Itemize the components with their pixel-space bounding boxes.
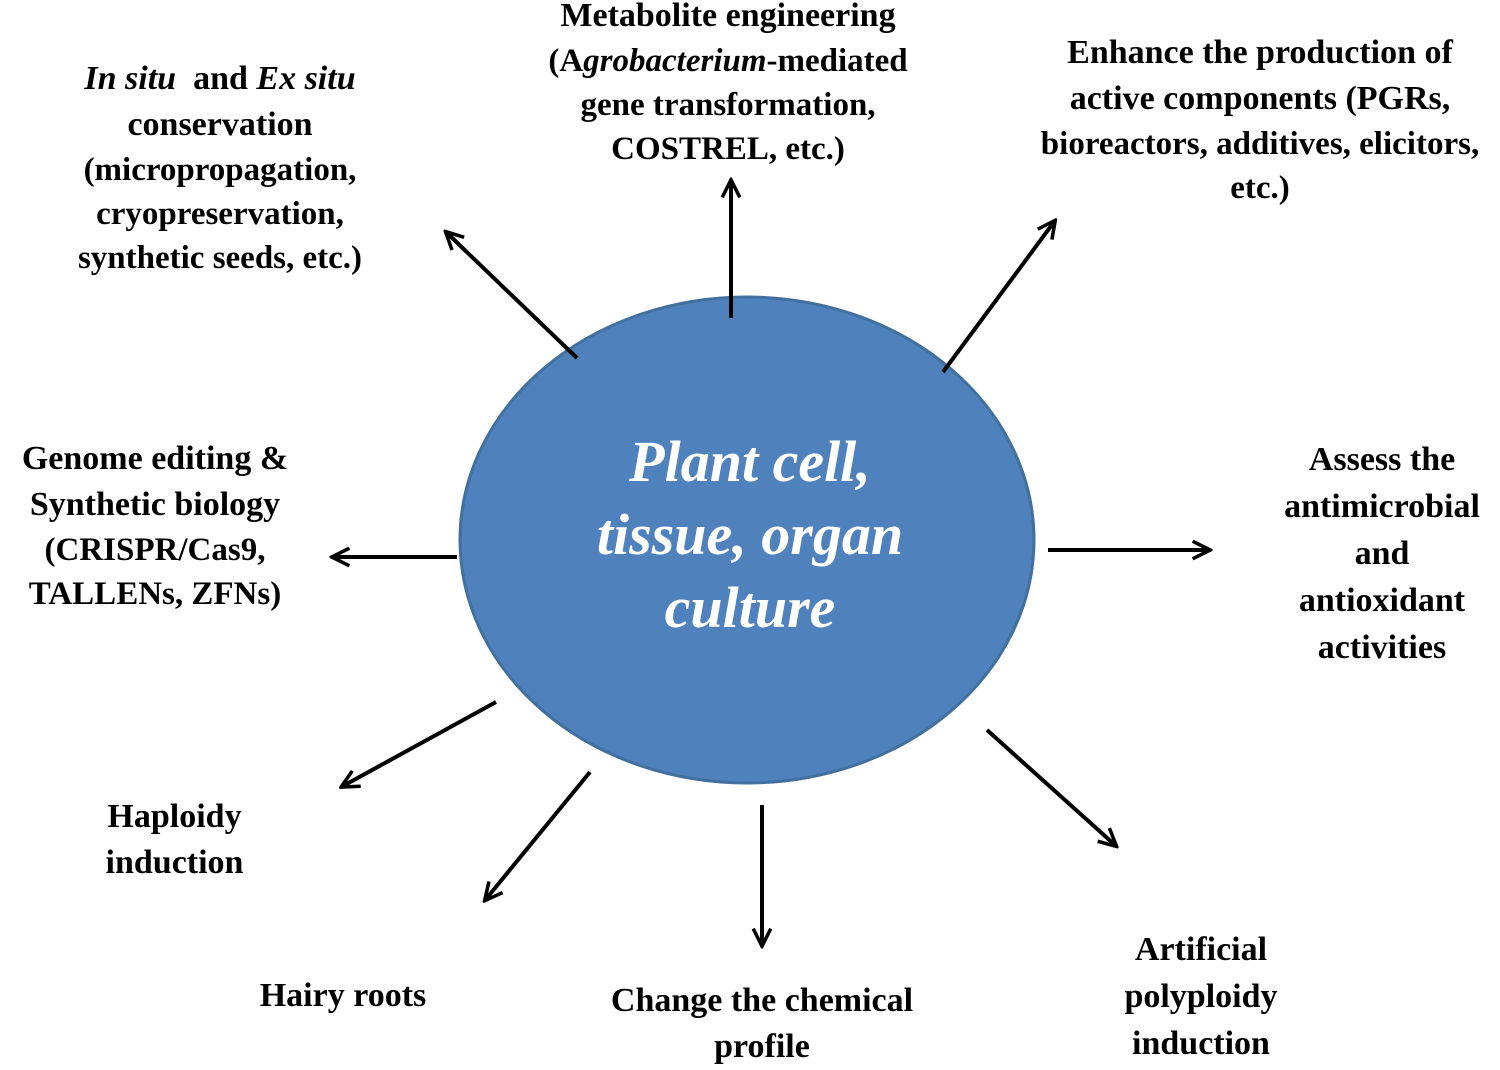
arrow-to-hairy-roots (486, 770, 592, 899)
and-text: and (193, 60, 248, 97)
node-line: antimicrobial (1284, 488, 1480, 525)
arrow-to-haploidy (343, 700, 497, 786)
node-line: synthetic seeds, etc.) (77, 240, 363, 276)
node-line: Artificial (1134, 931, 1268, 968)
node-line: Change the chemical (610, 982, 914, 1019)
node-enhance-production: Enhance the production of active compone… (1010, 30, 1500, 210)
node-line: Enhance the production of (1067, 34, 1453, 71)
mediated-text: -mediated (766, 43, 908, 79)
node-line: Haploidy (107, 798, 242, 835)
node-line: conservation (127, 106, 313, 143)
node-line: Genome editing & (21, 440, 289, 477)
node-line: and (1354, 535, 1410, 572)
node-line: (micropropagation, (83, 152, 357, 188)
node-line: activities (1317, 629, 1447, 666)
center-title-line: tissue, organ (596, 502, 904, 567)
node-genome-editing: Genome editing & Synthetic biology (CRIS… (0, 436, 310, 616)
arrow-to-enhance (941, 222, 1054, 374)
node-line: Synthetic biology (29, 486, 281, 523)
node-line: profile (714, 1028, 810, 1065)
node-line: cryopreservation, (96, 196, 344, 232)
agrobacterium-text: grobacterium (583, 43, 767, 79)
node-line: induction (1132, 1025, 1270, 1062)
node-metabolite-engineering: Metabolite engineering (Agrobacterium-me… (512, 0, 944, 171)
node-chemical-profile: Change the chemical profile (572, 978, 952, 1070)
node-line: Assess the (1308, 441, 1456, 478)
arrow-to-polyploidy (985, 728, 1115, 845)
arrow-to-conservation (447, 233, 579, 360)
node-line: polyploidy (1124, 978, 1278, 1015)
node-polyploidy-induction: Artificial polyploidy induction (1096, 926, 1306, 1067)
center-title-line: culture (664, 575, 836, 640)
node-line: bioreactors, additives, elicitors, (1040, 126, 1480, 162)
node-line: Metabolite engineering (560, 0, 896, 34)
center-title-line: Plant cell, (629, 429, 871, 494)
node-assess-activities: Assess the antimicrobial and antioxidant… (1262, 436, 1500, 671)
center-ellipse (458, 295, 1036, 785)
in-situ-text: In situ (84, 60, 177, 97)
ex-situ-text: Ex situ (256, 60, 356, 97)
node-line: induction (105, 844, 244, 881)
node-line: (CRISPR/Cas9, (44, 532, 266, 568)
node-hairy-roots: Hairy roots (238, 973, 448, 1019)
agro-open-text: (A (548, 43, 584, 79)
node-conservation: In situ and Ex situ conservation (microp… (40, 56, 400, 280)
node-haploidy-induction: Haploidy induction (82, 794, 267, 886)
node-line: active components (PGRs, (1069, 80, 1451, 117)
node-line: gene transformation, (580, 87, 876, 123)
center-title: Plant cell, tissue, organ culture (540, 425, 960, 644)
node-line: antioxidant (1298, 582, 1466, 619)
node-line: etc.) (1230, 170, 1290, 206)
node-line: COSTREL, etc.) (611, 131, 845, 167)
node-line: TALLENs, ZFNs) (28, 576, 282, 612)
node-line: Hairy roots (259, 977, 427, 1014)
